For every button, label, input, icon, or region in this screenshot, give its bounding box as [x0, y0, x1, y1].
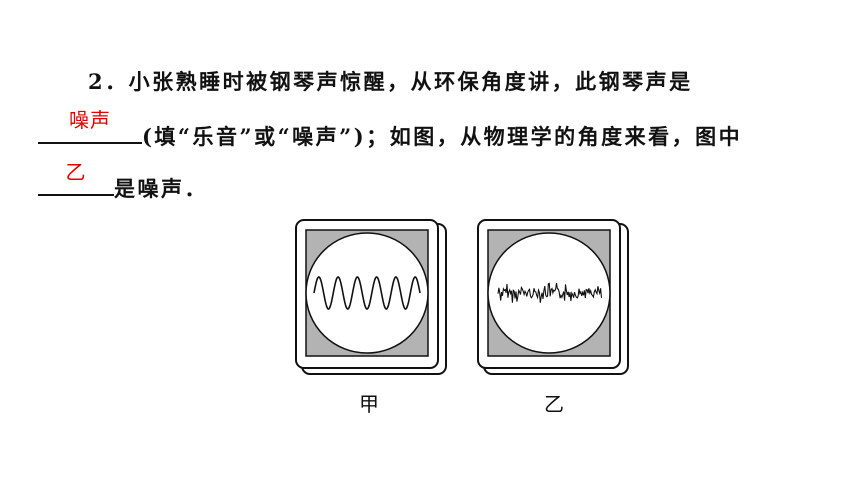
question-number: 2．: [88, 69, 129, 94]
answer-2: 乙: [65, 160, 87, 184]
sine-wave: [313, 276, 421, 310]
answer-1: 噪声: [69, 108, 111, 132]
screen-display: [487, 232, 611, 354]
question-line-2: 噪声 (填“乐音”或“噪声”)；如图，从物理学的角度来看，图中: [38, 108, 743, 151]
question-line-3: 乙 是噪声．: [38, 160, 208, 203]
question-text-2: (填“乐音”或“噪声”)；如图，从物理学的角度来看，图中: [142, 124, 743, 149]
noise-wave: [497, 282, 603, 303]
answer-blank-1: 噪声: [38, 108, 142, 144]
oscilloscope-noise-wave: [477, 219, 629, 375]
question-text-3: 是噪声．: [114, 176, 208, 201]
answer-blank-2: 乙: [38, 160, 114, 196]
screen-display: [305, 232, 429, 354]
question-text-1: 小张熟睡时被钢琴声惊醒，从环保角度讲，此钢琴声是: [128, 69, 693, 94]
question-line-1: 2．小张熟睡时被钢琴声惊醒，从环保角度讲，此钢琴声是: [88, 66, 693, 96]
figure-caption-b: 乙: [544, 392, 564, 416]
figure-caption-a: 甲: [359, 392, 379, 416]
oscilloscope-regular-wave: [295, 219, 447, 375]
